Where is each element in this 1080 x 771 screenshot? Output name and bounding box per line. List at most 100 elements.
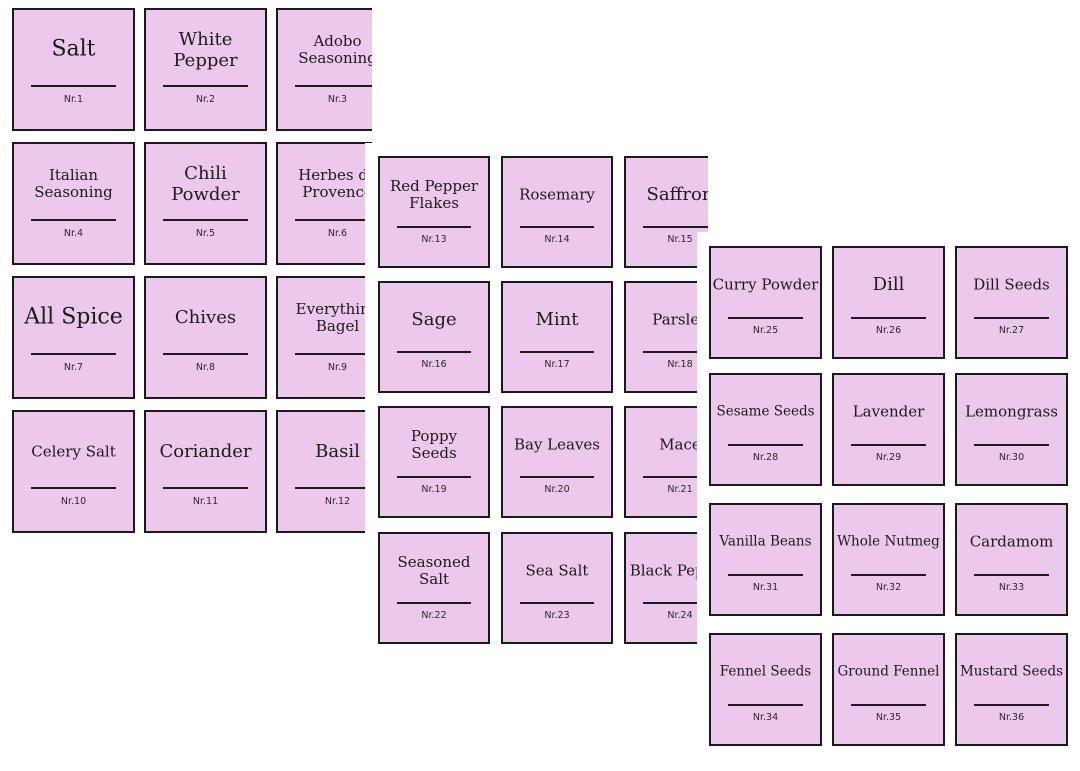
label-divider [728,317,803,319]
label-number: Nr.25 [752,325,779,336]
label-number: Nr.36 [998,712,1025,723]
label-number: Nr.29 [875,452,902,463]
spice-name: Saffron [646,183,708,205]
label-number: Nr.30 [998,452,1025,463]
label-number: Nr.28 [752,452,779,463]
spice-name: Red Pepper Flakes [389,176,479,212]
label-divider [520,351,594,353]
label-number: Nr.16 [421,359,447,370]
spice-name: Mace [659,435,701,454]
label-divider [397,476,471,478]
label-divider [397,351,471,353]
label-divider [728,444,803,446]
spice-name: Dill [872,273,905,295]
spice-name: Everything Bagel [295,300,372,336]
label-divider [974,704,1049,706]
spice-name: Vanilla Beans [719,533,812,550]
label-number: Nr.3 [327,94,348,105]
label-number: Nr.1 [63,94,84,105]
label-divider [851,704,926,706]
spice-name: Chili Powder [171,163,240,205]
label-divider [163,353,248,355]
label-divider [31,487,116,489]
label-number: Nr.15 [667,234,693,245]
label-number: Nr.4 [63,228,84,239]
label-number: Nr.20 [544,484,570,495]
label-divider [974,317,1049,319]
label-number: Nr.14 [544,234,570,245]
label-number: Nr.21 [667,484,693,495]
spice-name: Italian Seasoning [34,166,113,202]
spice-name: Sage [411,308,457,330]
spice-name: Bay Leaves [513,435,601,454]
label-number: Nr.10 [60,496,87,507]
label-divider [520,602,594,604]
spice-name: All Spice [24,305,123,331]
label-divider [851,444,926,446]
label-divider [643,351,708,353]
spice-name: Mustard Seeds [959,663,1064,680]
label-divider [520,226,594,228]
spice-name: Salt [51,37,96,63]
spice-name: Cardamom [969,532,1054,551]
spice-name: Lavender [852,402,925,421]
spice-name: Adobo Seasoning [298,32,372,68]
label-divider [643,602,708,604]
label-number: Nr.18 [667,359,693,370]
spice-name: Ground Fennel [837,663,940,680]
label-number: Nr.12 [324,496,351,507]
label-number: Nr.34 [752,712,779,723]
label-number: Nr.5 [195,228,216,239]
label-divider [163,219,248,221]
spice-name: Fennel Seeds [719,663,812,680]
label-number: Nr.23 [544,610,570,621]
spice-name: Sea Salt [525,561,589,580]
spice-name: Chives [174,307,237,329]
spice-name: Rosemary [519,185,595,204]
label-number: Nr.33 [998,582,1025,593]
label-divider [728,704,803,706]
spice-name: Parsley [652,310,708,329]
spice-name: Mint [535,308,579,330]
label-number: Nr.9 [327,362,348,373]
label-number: Nr.19 [421,484,447,495]
label-divider [31,219,116,221]
label-number: Nr.32 [875,582,902,593]
label-divider [397,602,471,604]
spice-name: Celery Salt [31,443,116,462]
label-number: Nr.17 [544,359,570,370]
label-number: Nr.31 [752,582,779,593]
label-number: Nr.7 [63,362,84,373]
label-divider [295,353,372,355]
